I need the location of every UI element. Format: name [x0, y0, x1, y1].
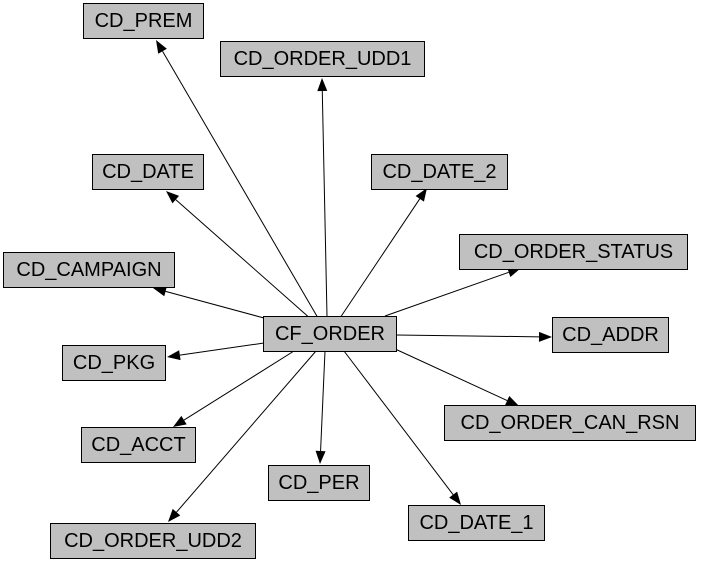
node-box: [459, 234, 688, 270]
arrowhead-cd-date: [166, 191, 180, 204]
node-label: CD_ORDER_UDD2: [64, 530, 242, 552]
arrowhead-cd-order-can-rsn: [505, 396, 519, 406]
node-label: CD_CAMPAIGN: [16, 259, 161, 281]
node-box: [50, 523, 256, 559]
arrowhead-cd-per: [315, 450, 326, 464]
dimension-table-cd-order-can-rsn[interactable]: CD_ORDER_CAN_RSN: [444, 405, 696, 441]
node-box: [263, 316, 397, 352]
edge-cf-order-to-cd-pkg: [179, 342, 265, 356]
dimension-table-cd-order-status[interactable]: CD_ORDER_STATUS: [459, 234, 688, 270]
edge-cf-order-to-cd-date: [175, 199, 313, 321]
fact-table-cf-order[interactable]: CF_ORDER: [263, 316, 397, 352]
arrowhead-cd-date-2: [415, 188, 427, 202]
node-label: CD_DATE: [102, 161, 194, 183]
node-box: [408, 505, 545, 541]
node-label: CD_ORDER_UDD1: [234, 48, 412, 70]
node-box: [62, 345, 166, 381]
node-box: [81, 427, 196, 463]
node-label: CD_PREM: [95, 10, 193, 32]
node-box: [371, 154, 508, 190]
node-label: CD_DATE_2: [382, 161, 496, 183]
dimension-table-cd-date-2[interactable]: CD_DATE_2: [371, 154, 508, 190]
node-box: [444, 405, 696, 441]
arrowhead-cd-addr: [538, 331, 552, 342]
node-label: CD_PKG: [73, 352, 155, 374]
edge-cf-order-to-cd-prem: [162, 50, 319, 319]
node-label: CD_PER: [278, 472, 359, 494]
dimension-table-cd-date[interactable]: CD_DATE: [92, 154, 204, 190]
edges-layer: [153, 40, 552, 522]
node-box: [3, 252, 175, 288]
node-box: [92, 154, 204, 190]
node-box: [83, 3, 204, 39]
node-label: CD_DATE_1: [419, 512, 533, 534]
node-box: [220, 41, 425, 77]
node-label: CD_ADDR: [562, 324, 659, 346]
edge-cf-order-to-cd-campaign: [165, 290, 265, 319]
node-label: CD_ORDER_CAN_RSN: [461, 412, 680, 434]
edge-cf-order-to-cd-addr: [395, 334, 540, 338]
edge-cf-order-to-cd-per: [320, 350, 326, 452]
dimension-table-cd-order-udd1[interactable]: CD_ORDER_UDD1: [220, 41, 425, 77]
dimension-table-cd-pkg[interactable]: CD_PKG: [62, 345, 166, 381]
dimension-table-cd-acct[interactable]: CD_ACCT: [81, 427, 196, 463]
edge-cf-order-to-cd-acct: [183, 350, 295, 421]
arrowhead-cd-campaign: [153, 286, 167, 297]
edge-cf-order-to-cd-date-1: [343, 350, 454, 495]
dimension-table-cd-order-udd2[interactable]: CD_ORDER_UDD2: [50, 523, 256, 559]
edge-cf-order-to-cd-date-2: [339, 198, 421, 319]
edge-cf-order-to-cd-order-udd1: [321, 90, 328, 317]
node-label: CD_ORDER_STATUS: [474, 241, 673, 263]
dimension-table-cd-prem[interactable]: CD_PREM: [83, 3, 204, 39]
dimension-table-cd-addr[interactable]: CD_ADDR: [552, 317, 669, 353]
node-label: CF_ORDER: [275, 323, 385, 345]
arrowhead-cd-order-udd1: [317, 78, 328, 92]
arrowhead-cd-acct: [173, 415, 187, 427]
arrowhead-cd-order-udd2: [168, 508, 181, 522]
edge-cf-order-to-cd-order-can-rsn: [392, 347, 508, 402]
dimension-table-cd-per[interactable]: CD_PER: [268, 465, 370, 501]
edge-cf-order-to-cd-order-status: [384, 271, 509, 317]
dimension-table-cd-campaign[interactable]: CD_CAMPAIGN: [3, 252, 175, 288]
node-box: [552, 317, 669, 353]
arrowhead-cd-prem: [156, 40, 167, 54]
arrowhead-cd-pkg: [167, 350, 181, 361]
node-box: [268, 465, 370, 501]
edge-cf-order-to-cd-order-udd2: [176, 350, 317, 513]
arrowhead-cd-date-1: [449, 491, 461, 505]
dimension-table-cd-date-1[interactable]: CD_DATE_1: [408, 505, 545, 541]
node-label: CD_ACCT: [91, 434, 185, 456]
